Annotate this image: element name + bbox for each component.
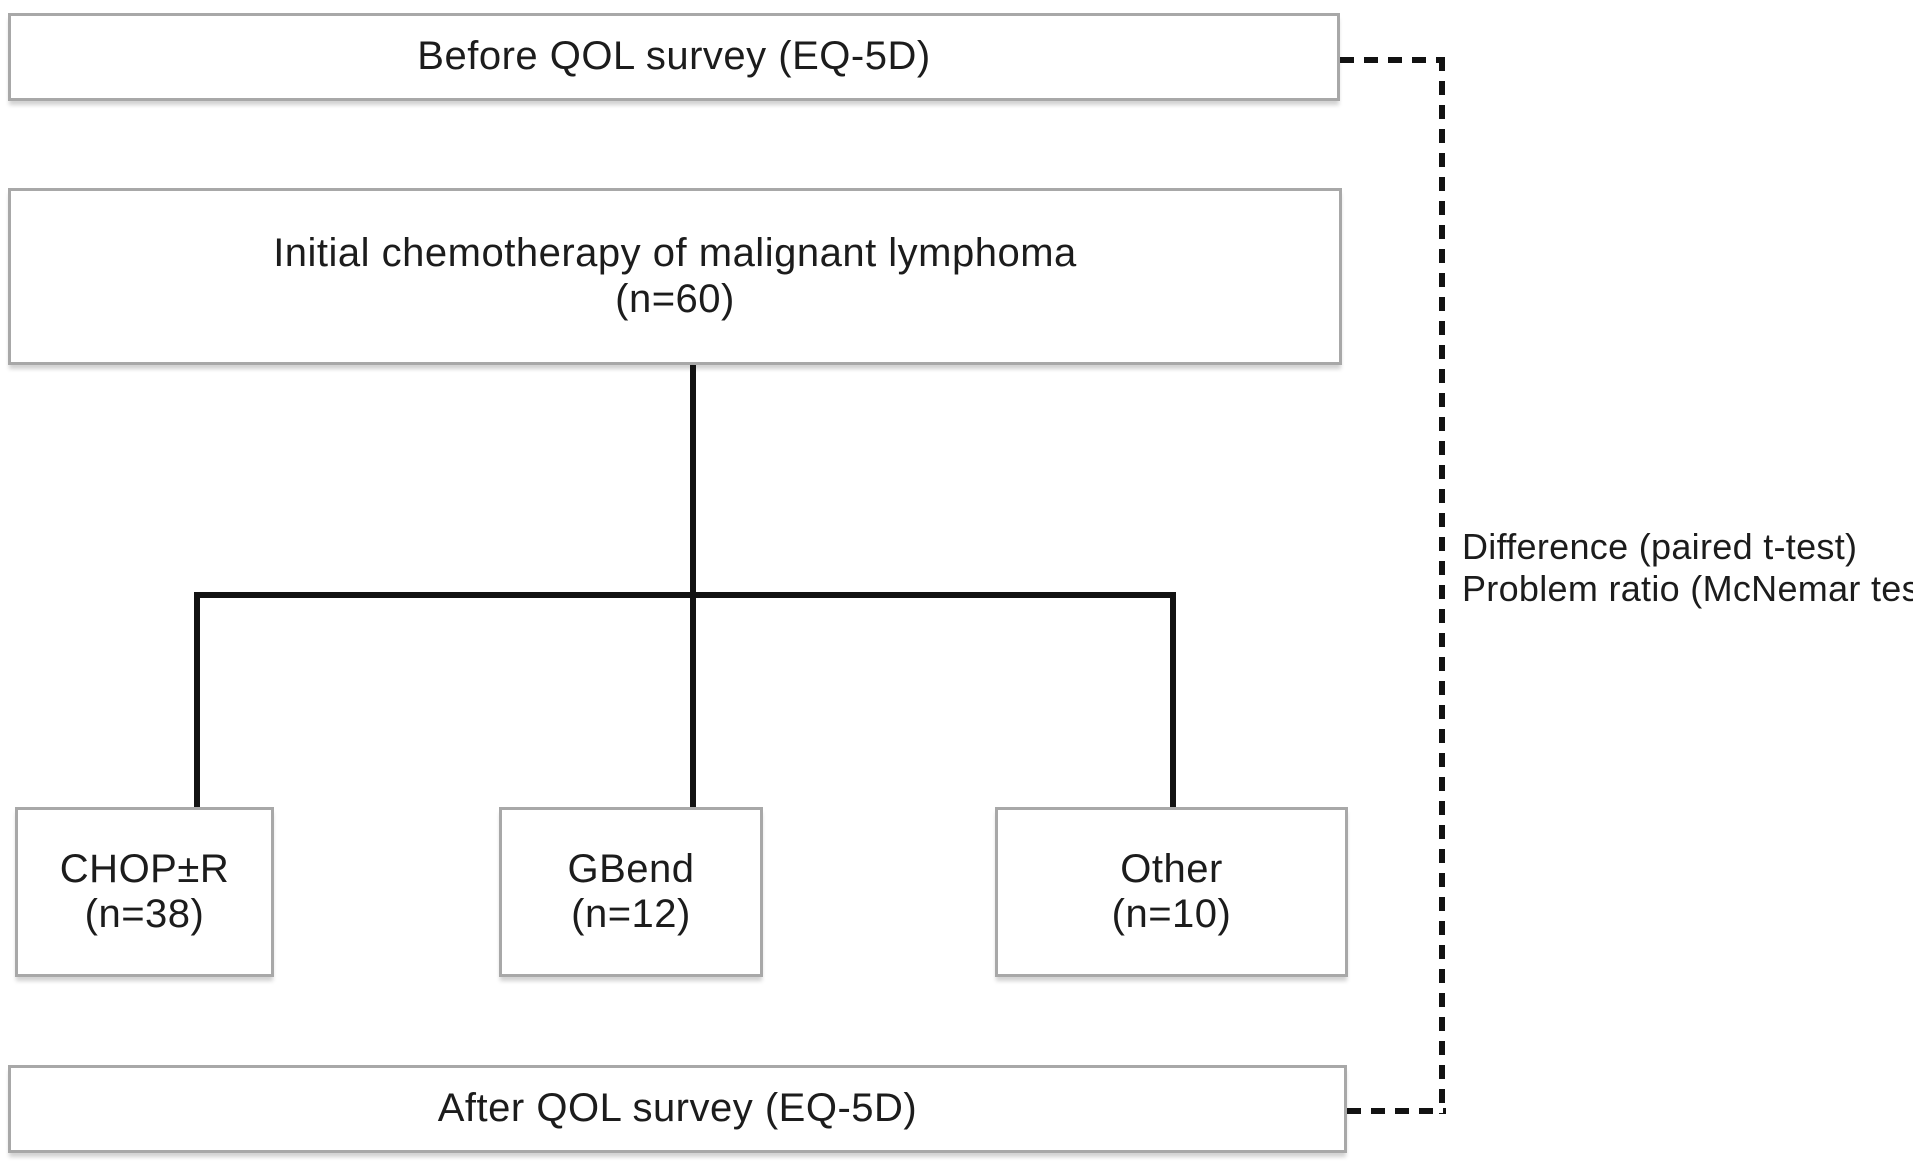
connector-right-vertical	[1170, 592, 1176, 807]
dashed-connector-top	[1340, 57, 1444, 63]
dashed-connector-bottom	[1347, 1108, 1446, 1114]
connector-center-vertical	[690, 365, 696, 808]
node-before-qol-survey: Before QOL survey (EQ-5D)	[8, 13, 1340, 101]
node-gbend-count: (n=12)	[571, 892, 691, 936]
node-after-qol-survey-label: After QOL survey (EQ-5D)	[437, 1086, 918, 1131]
node-initial-chemotherapy-label: Initial chemotherapy of malignant lympho…	[273, 231, 1077, 276]
node-other-arm: Other (n=10)	[995, 807, 1348, 977]
dashed-connector-vertical	[1439, 57, 1445, 1114]
node-chop-r-count: (n=38)	[84, 892, 205, 936]
node-chop-r-arm: CHOP±R (n=38)	[15, 807, 274, 977]
connector-horizontal	[194, 592, 1176, 598]
node-initial-chemotherapy: Initial chemotherapy of malignant lympho…	[8, 188, 1342, 365]
node-initial-chemotherapy-count: (n=60)	[615, 276, 735, 321]
annotation-paired-t-test: Difference (paired t-test)	[1462, 526, 1858, 567]
node-other-label: Other	[1120, 846, 1223, 891]
connector-left-vertical	[194, 592, 200, 807]
node-chop-r-label: CHOP±R	[59, 846, 230, 891]
node-gbend-label: GBend	[567, 846, 695, 891]
annotation-mcnemar-test: Problem ratio (McNemar test)	[1462, 568, 1913, 609]
node-after-qol-survey: After QOL survey (EQ-5D)	[8, 1065, 1347, 1153]
node-gbend-arm: GBend (n=12)	[499, 807, 763, 977]
node-other-count: (n=10)	[1111, 892, 1232, 936]
node-before-qol-survey-label: Before QOL survey (EQ-5D)	[417, 34, 931, 79]
statistical-tests-annotation: Difference (paired t-test) Problem ratio…	[1462, 526, 1913, 610]
